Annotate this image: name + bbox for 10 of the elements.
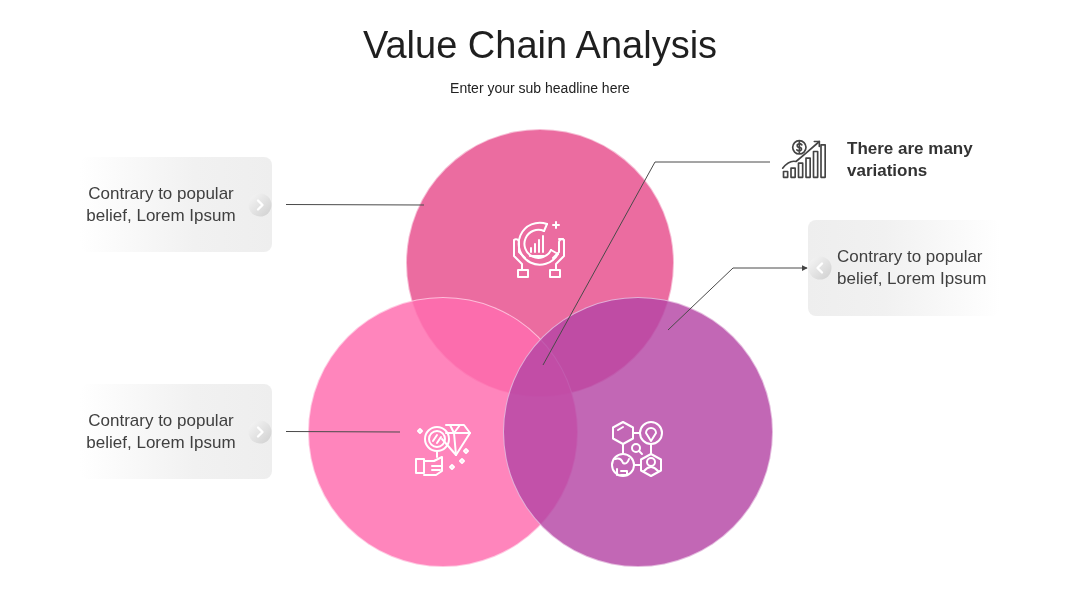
- card-text: Contrary to popular belief, Lorem Ipsum: [85, 409, 237, 454]
- leader-arrow: [667, 265, 808, 331]
- card-text: Contrary to popular belief, Lorem Ipsum: [85, 182, 237, 227]
- title: Value Chain Analysis: [362, 24, 718, 67]
- callout-text: There are many variations: [847, 138, 997, 182]
- leader-line: [542, 161, 771, 366]
- leader-line: [285, 431, 401, 433]
- subtitle: Enter your sub headline here: [450, 80, 630, 96]
- card-text: Contrary to popular belief, Lorem Ipsum: [837, 246, 988, 290]
- leader-line: [285, 204, 425, 206]
